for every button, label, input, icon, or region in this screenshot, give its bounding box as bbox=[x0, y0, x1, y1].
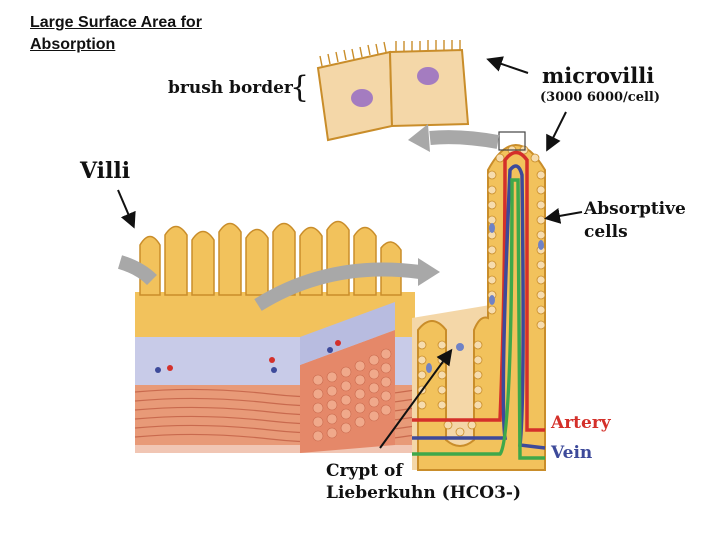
intestinal-wall-block bbox=[117, 220, 416, 453]
label-lieberkuhn: Lieberkuhn (HCO3-) bbox=[326, 483, 522, 503]
vein-vessel bbox=[412, 164, 546, 450]
pointer-arrows bbox=[117, 56, 583, 449]
label-cells: cells bbox=[584, 222, 628, 242]
lacteal-vessel bbox=[412, 178, 545, 460]
nucleus-1 bbox=[351, 89, 373, 107]
label-crypt-of: Crypt of bbox=[326, 461, 403, 481]
label-artery: Artery bbox=[551, 413, 611, 433]
label-vein: Vein bbox=[551, 443, 593, 463]
label-villi: Villi bbox=[80, 158, 131, 184]
nucleus-2 bbox=[417, 67, 439, 85]
label-absorptive: Absorptive bbox=[584, 199, 686, 219]
title-line-2: Absorption bbox=[30, 36, 116, 53]
villus-detail bbox=[412, 131, 546, 471]
label-microvilli: microvilli bbox=[542, 63, 655, 88]
label-brush-border: brush border bbox=[168, 78, 293, 98]
flow-arrows bbox=[254, 130, 500, 311]
epithelial-cells bbox=[316, 40, 470, 142]
label-microvilli-count: (3000 6000/cell) bbox=[540, 90, 661, 105]
title-line-1: Large Surface Area for bbox=[30, 14, 202, 31]
brace-icon: { bbox=[290, 70, 310, 105]
